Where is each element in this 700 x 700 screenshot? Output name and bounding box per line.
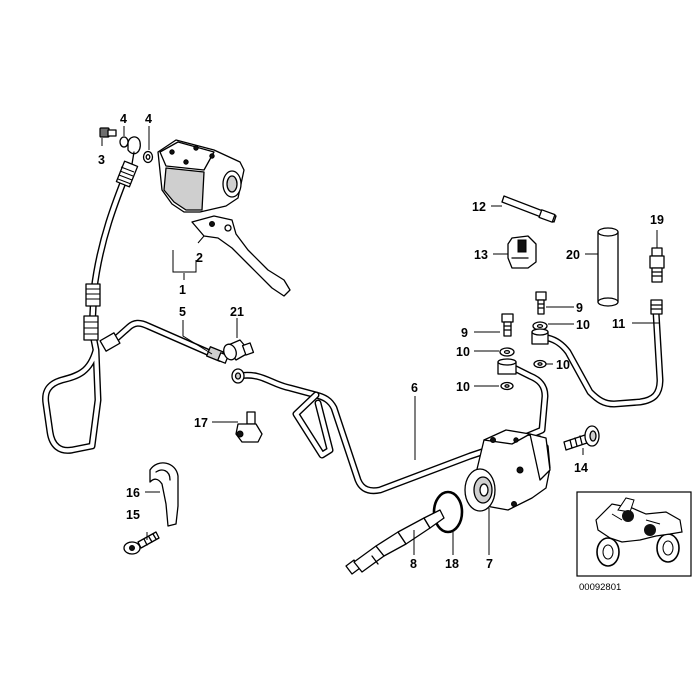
banjo-union [127, 136, 141, 165]
callout-6: 6 [411, 381, 418, 395]
washer-4a [119, 136, 129, 148]
bleed-valve-19 [649, 247, 665, 283]
callout-17: 17 [194, 416, 208, 430]
callout-8: 8 [410, 557, 417, 571]
master-cylinder-1 [157, 139, 245, 213]
clutch-lever-2 [191, 215, 291, 297]
callout-5: 5 [179, 305, 186, 319]
callout-4a: 4 [120, 112, 127, 126]
grommet-upper [531, 328, 549, 345]
clutch-hose [42, 160, 139, 454]
callout-14: 14 [574, 461, 588, 475]
fitting-21 [223, 339, 255, 361]
callout-labels: 1 2 3 4 4 5 6 7 8 9 9 10 10 10 10 11 12 … [98, 112, 664, 571]
motorcycle-location-icon [595, 497, 683, 567]
washer-10c [499, 347, 515, 357]
callout-10c: 10 [556, 358, 570, 372]
callout-2: 2 [196, 251, 203, 265]
inset-reference-number: 00092801 [579, 582, 621, 593]
slave-cylinder-7 [464, 429, 551, 512]
washer-10b [533, 359, 547, 369]
bolt-9b [501, 313, 514, 337]
push-rod-8 [345, 509, 445, 575]
pipe-6-nut [231, 368, 245, 384]
callout-10a: 10 [576, 318, 590, 332]
callout-18: 18 [445, 557, 459, 571]
callout-3: 3 [98, 153, 105, 167]
washer-4b [142, 150, 154, 164]
location-inset: 00092801 [576, 491, 692, 593]
grommet-lower [497, 358, 517, 375]
callout-20: 20 [566, 248, 580, 262]
cable-tie-12 [501, 195, 557, 223]
callout-12: 12 [472, 200, 486, 214]
callout-11: 11 [612, 317, 625, 331]
leader-lines [101, 126, 660, 555]
clutch-pipe-6 [234, 362, 549, 495]
callout-13: 13 [474, 248, 488, 262]
callout-1: 1 [179, 283, 186, 297]
callout-9b: 9 [461, 326, 468, 340]
callout-19: 19 [650, 213, 664, 227]
callout-15: 15 [126, 508, 140, 522]
bolt-14 [563, 425, 600, 451]
callout-7: 7 [486, 557, 493, 571]
callout-21: 21 [230, 305, 244, 319]
fitting-17 [235, 411, 263, 443]
banjo-bolt-3 [99, 127, 117, 138]
washer-10d [500, 381, 514, 391]
callout-9a: 9 [576, 301, 583, 315]
clamp-16 [149, 462, 179, 527]
bolt-9a [535, 291, 547, 315]
clip-13 [507, 235, 537, 269]
callout-16: 16 [126, 486, 140, 500]
clutch-pipe-11 [536, 299, 664, 408]
o-ring-18 [432, 490, 464, 534]
clutch-pipe-5 [106, 319, 229, 364]
callout-10d: 10 [456, 380, 470, 394]
bolt-15 [123, 531, 160, 555]
callout-4b: 4 [145, 112, 152, 126]
callout-10b: 10 [456, 345, 470, 359]
sleeve-20 [597, 227, 619, 307]
